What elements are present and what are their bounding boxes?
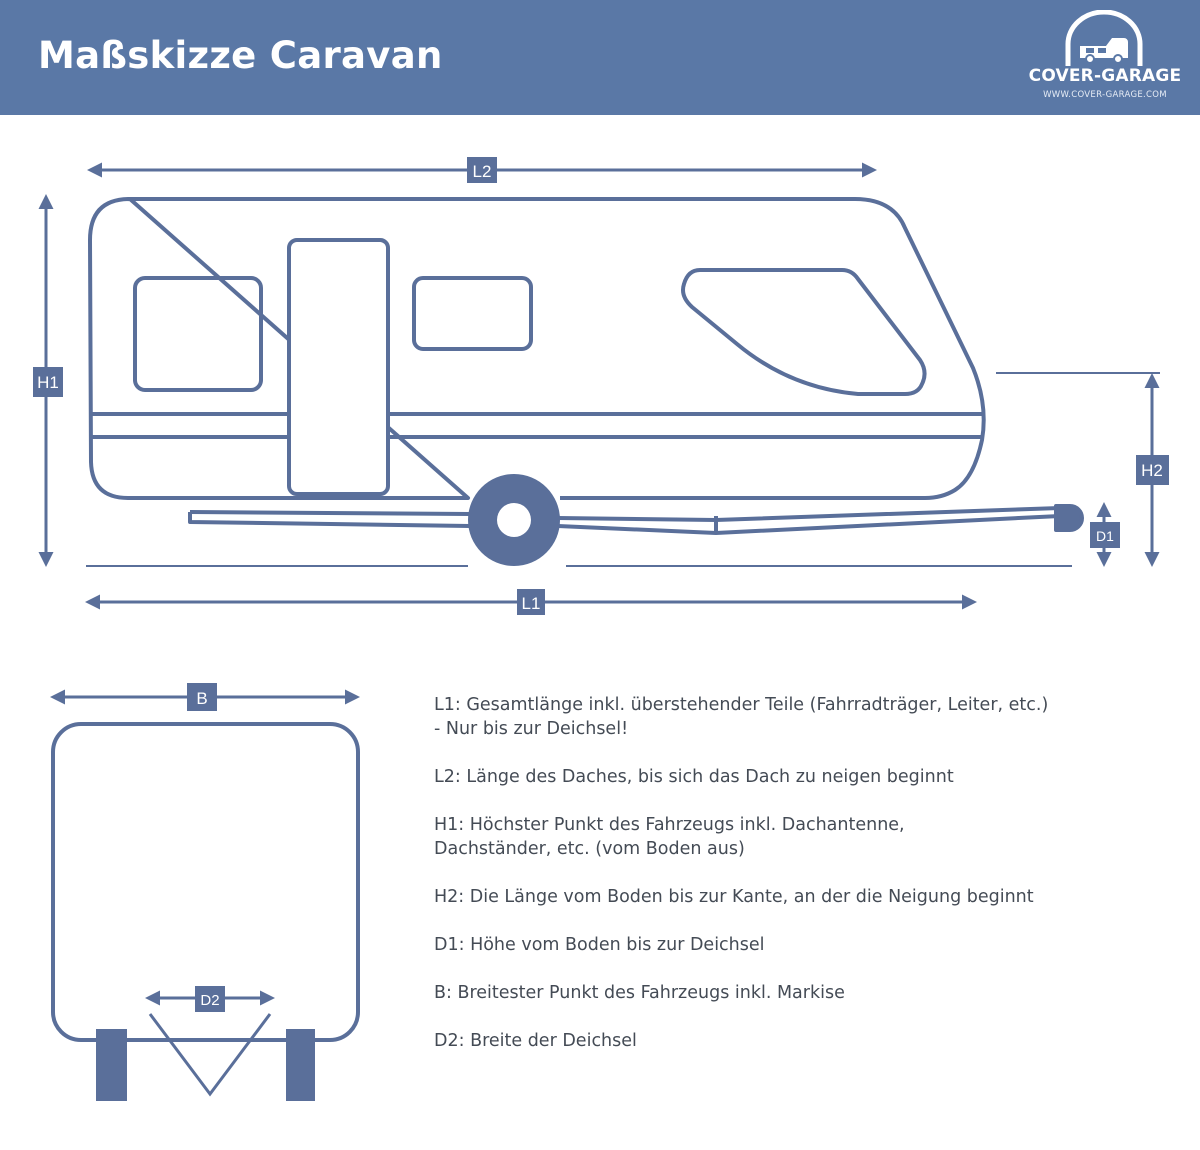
dimension-l2: L2 (87, 157, 877, 183)
legend-item-l2: L2: Länge des Daches, bis sich das Dach … (434, 767, 954, 787)
drawbar-front (148, 1013, 272, 1097)
dimension-legend: L1: Gesamtlänge inkl. überstehender Teil… (434, 693, 1174, 1077)
window-middle (412, 276, 533, 351)
tow-coupling (1054, 504, 1084, 532)
legend-item-b: B: Breitester Punkt des Fahrzeugs inkl. … (434, 983, 845, 1003)
page-title: Maßskizze Caravan (38, 34, 443, 77)
legend-item-h2: H2: Die Länge vom Boden bis zur Kante, a… (434, 887, 1034, 907)
window-rear (133, 276, 263, 392)
legend-item-l1: L1: Gesamtlänge inkl. überstehender Teil… (434, 695, 1049, 739)
camper-van-garage-icon (1065, 10, 1143, 66)
label-d2: D2 (200, 992, 219, 1009)
legend-item-h1: H1: Höchster Punkt des Fahrzeugs inkl. D… (434, 815, 905, 859)
header-bar: Maßskizze Caravan COVER-GARAGE WWW.COVER… (0, 0, 1200, 115)
window-front (681, 268, 927, 396)
label-b: B (196, 689, 207, 708)
wheel-hub (497, 503, 531, 537)
front-wheel-right (286, 1029, 315, 1101)
label-h2: H2 (1141, 461, 1163, 480)
dimension-h2: H2 (1136, 373, 1169, 567)
dimension-d1: D1 (1090, 502, 1120, 567)
label-h1: H1 (37, 373, 59, 392)
brand-logo[interactable]: COVER-GARAGE WWW.COVER-GARAGE.COM (1010, 8, 1200, 108)
brand-name: COVER-GARAGE (1028, 66, 1182, 86)
label-d1: D1 (1096, 528, 1114, 544)
brand-url: WWW.COVER-GARAGE.COM (1043, 90, 1167, 100)
front-wheel-left (96, 1029, 127, 1101)
label-l1: L1 (522, 594, 541, 613)
label-l2: L2 (473, 162, 492, 181)
dimension-h1: H1 (33, 194, 63, 567)
caravan-side-view (88, 197, 1084, 535)
caravan-front-view (51, 722, 360, 1101)
legend-item-d2: D2: Breite der Deichsel (434, 1031, 637, 1051)
front-body-outline (51, 722, 360, 1042)
dimension-l1: L1 (85, 589, 977, 615)
dimension-b: B (50, 683, 360, 711)
caravan-door (287, 238, 390, 496)
chassis-frame (188, 512, 471, 528)
caravan-body-outline (88, 197, 986, 500)
legend-item-d1: D1: Höhe vom Boden bis zur Deichsel (434, 935, 765, 955)
dimension-d2: D2 (145, 986, 275, 1012)
